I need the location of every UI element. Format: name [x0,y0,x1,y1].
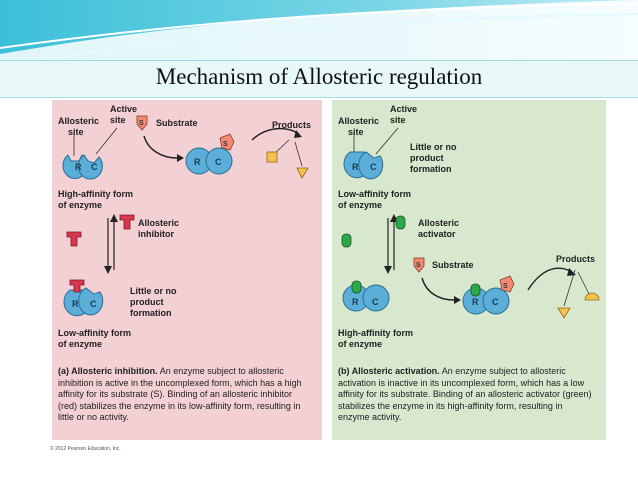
svg-text:C: C [215,157,222,167]
slide-title: Mechanism of Allosteric regulation [155,64,483,89]
enzyme-substrate-complex: S R C [185,133,235,175]
label-products: Products [272,120,312,130]
svg-text:R: R [472,297,479,307]
substrate-icon-b: S [413,257,425,273]
enzyme-high-affinity: R C [62,154,103,180]
panel-allosteric-inhibition: R C S S R C [52,100,322,440]
allosteric-inhibitor-icon [66,214,135,247]
caption-b-body: An enzyme subject to allosteric activati… [338,366,592,422]
enzyme-low-affinity: R C [63,279,104,317]
enzyme-low-affinity-b: R C [343,151,384,180]
enzyme-substrate-complex-b: S R C [462,275,515,315]
c-subunit-label: C [91,162,98,172]
substrate-icon: S [136,115,148,131]
svg-text:S: S [223,141,228,148]
panel-a-diagram: R C S S R C [62,115,309,317]
allosteric-activator-icon [341,215,406,248]
label-substrate-b: Substrate [432,260,474,270]
header-wave-decoration [0,0,638,60]
caption-b-title: (b) Allosteric activation. [338,366,440,376]
svg-text:S: S [503,283,508,290]
label-products-b: Products [556,254,596,264]
svg-text:C: C [90,299,97,309]
svg-text:R: R [72,299,79,309]
svg-text:R: R [352,297,359,307]
panel-allosteric-activation: R C S R [332,100,606,440]
products-icon-b [557,269,600,319]
copyright-credit: © 2012 Pearson Education, Inc. [50,446,121,452]
allosteric-figure: R C S S R C [47,100,610,444]
enzyme-high-affinity-b: R C [342,280,390,312]
title-bar: Mechanism of Allosteric regulation [0,60,638,98]
caption-b: (b) Allosteric activation. An enzyme sub… [338,366,594,424]
svg-text:S: S [139,120,144,127]
svg-text:C: C [372,297,379,307]
caption-a: (a) Allosteric inhibition. An enzyme sub… [58,366,308,424]
svg-text:R: R [352,162,359,172]
svg-text:C: C [492,297,499,307]
svg-text:R: R [194,157,201,167]
svg-text:S: S [416,262,421,269]
caption-a-body: An enzyme subject to allosteric inhibiti… [58,366,302,422]
svg-text:C: C [370,162,377,172]
panel-b-diagram: R C S R [341,127,600,319]
products-icon [266,139,309,179]
label-substrate: Substrate [156,118,198,128]
r-subunit-label: R [75,162,82,172]
caption-a-title: (a) Allosteric inhibition. [58,366,158,376]
